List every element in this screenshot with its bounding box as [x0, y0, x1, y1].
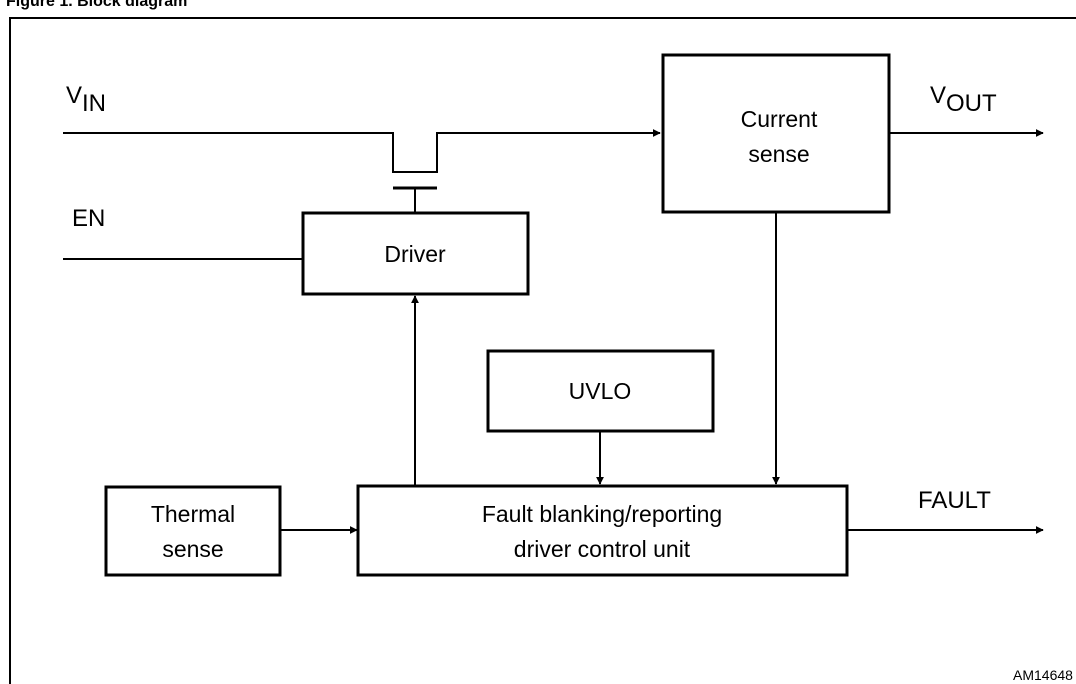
thermal-sense-label-line1: Thermal [151, 501, 235, 527]
fault-control-block: Fault blanking/reporting driver control … [356, 484, 849, 577]
driver-label: Driver [384, 241, 446, 267]
vout-label: VOUT [930, 82, 997, 117]
fault-control-label-line1: Fault blanking/reporting [482, 501, 722, 527]
uvlo-label: UVLO [569, 378, 632, 404]
current-sense-block: Current sense [661, 53, 891, 214]
current-sense-label-line1: Current [741, 106, 818, 132]
uvlo-block: UVLO [486, 349, 715, 433]
thermal-sense-label-line2: sense [162, 536, 223, 562]
current-sense-label-line2: sense [748, 141, 809, 167]
vin-label: VIN [66, 82, 106, 117]
vin-wire [63, 129, 661, 173]
figure-caption: Figure 1. Block diagram [6, 0, 187, 10]
fault-control-label-line2: driver control unit [514, 536, 691, 562]
thermal-sense-block: Thermal sense [104, 485, 282, 577]
diagram-frame [9, 17, 1076, 684]
en-label: EN [72, 205, 105, 232]
figure-reference: AM14648 [1013, 667, 1073, 683]
driver-block: Driver [301, 211, 530, 296]
fault-label: FAULT [918, 487, 991, 514]
